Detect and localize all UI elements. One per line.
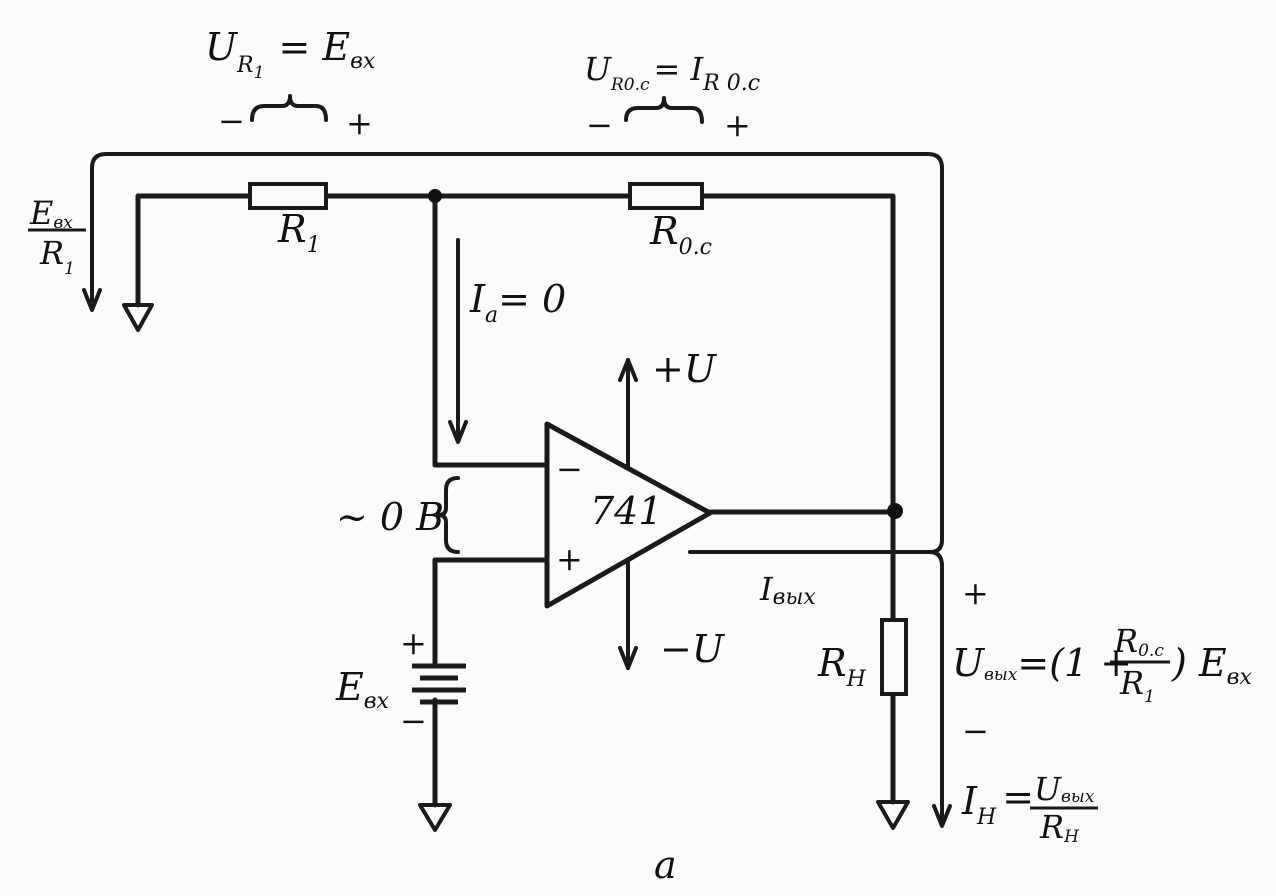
- urfb-plus: +: [724, 106, 751, 144]
- wires: [135, 193, 896, 808]
- opamp-inv-sign: −: [556, 450, 583, 488]
- input-current-denominator: R1: [39, 234, 75, 279]
- brace-zero-volt: [436, 476, 460, 554]
- current-loop-arrow: [82, 152, 952, 828]
- figure-label: a: [654, 843, 677, 887]
- opamp-noninv-sign: +: [556, 540, 583, 578]
- battery-plus: +: [400, 624, 427, 662]
- ia-arrow-icon: [448, 420, 468, 444]
- label-source: Eвх: [335, 665, 390, 714]
- node-dot-inverting: [428, 189, 442, 203]
- opamp-triangle: [544, 421, 713, 609]
- ground-icon-battery: [418, 803, 452, 832]
- ih-numerator: Uвых: [1034, 770, 1095, 808]
- resistor-r-feedback: [628, 182, 704, 210]
- wire-node-to-inverting: [432, 193, 550, 468]
- neg-supply-arrow-icon: [618, 646, 638, 670]
- label-urfb: UR0.c= IR 0.c: [584, 50, 760, 96]
- label-ur1: UR1= Eвх: [205, 25, 376, 83]
- ur1-minus: −: [218, 102, 245, 140]
- label-rfb: R0.c: [649, 209, 712, 260]
- resistor-r-load: [880, 618, 908, 696]
- urfb-minus: −: [586, 106, 613, 144]
- label-uout-rhs: ) Eвх: [1171, 641, 1252, 690]
- battery-icon: [412, 663, 466, 705]
- uout-denominator: R1: [1119, 664, 1155, 707]
- label-ia: Ia= 0: [469, 277, 566, 328]
- label-neg-supply: −U: [660, 627, 726, 671]
- wire-noninverting-to-battery: [432, 557, 550, 669]
- input-current-numerator: Eвх: [29, 194, 73, 233]
- label-iout: Iвых: [759, 570, 816, 610]
- uout-numerator: R0.c: [1113, 622, 1164, 661]
- ur1-plus: +: [346, 104, 373, 142]
- label-pos-supply: +U: [652, 347, 718, 391]
- ground-icon-load: [876, 800, 910, 830]
- battery-minus: −: [400, 702, 427, 740]
- wire-input-left: [135, 193, 253, 308]
- pos-supply-arrow-icon: [618, 358, 638, 382]
- ground-icon-left: [122, 303, 154, 332]
- label-zero-volt: ~ 0 B: [336, 495, 444, 539]
- label-ih: IH=: [961, 775, 1034, 830]
- label-r1: R1: [277, 207, 321, 258]
- node-dot-output: [887, 503, 903, 519]
- label-uout-lhs: Uвых=(1 +: [952, 641, 1132, 685]
- uout-minus: −: [962, 712, 989, 750]
- brace-urfb: [624, 96, 704, 124]
- ih-denominator: RH: [1039, 808, 1080, 847]
- resistor-r1: [248, 182, 328, 210]
- brace-ur1: [250, 94, 328, 122]
- label-rload: RH: [817, 641, 867, 692]
- uout-plus: +: [962, 574, 989, 612]
- opamp-model: 741: [590, 489, 663, 533]
- wire-feedback-right: [699, 193, 896, 513]
